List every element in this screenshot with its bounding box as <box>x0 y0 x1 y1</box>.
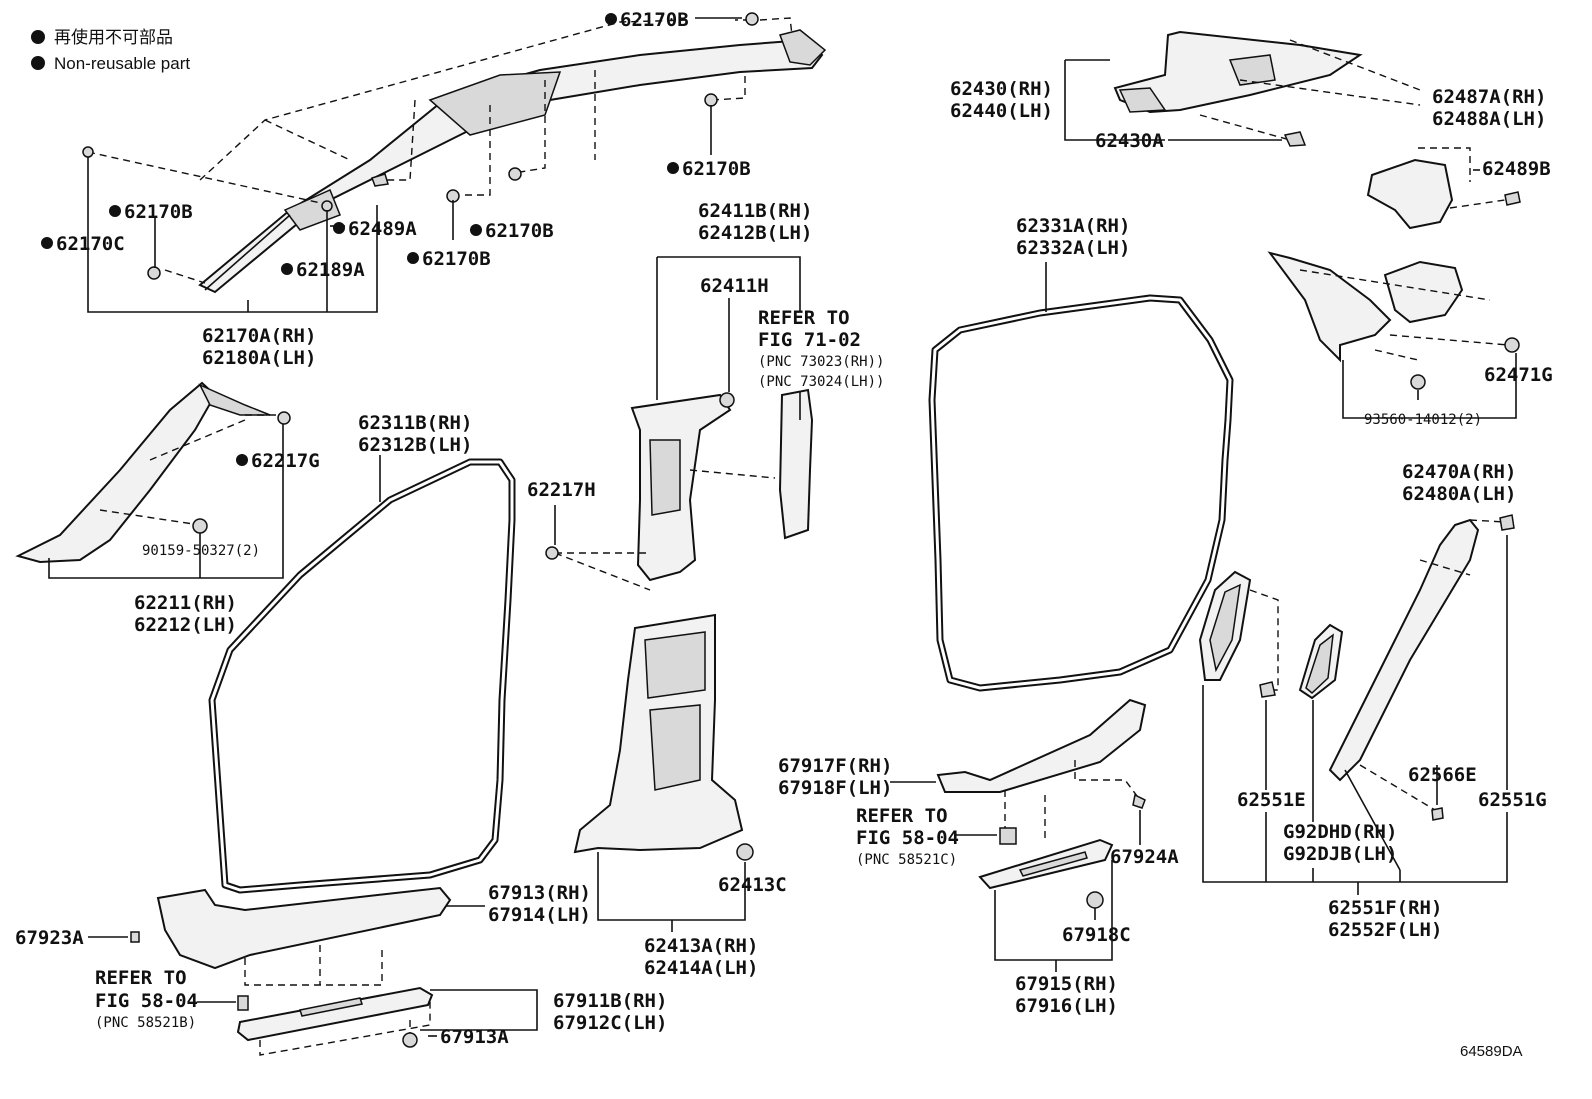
callout-62170B-low: 62170B <box>422 248 491 270</box>
ref-fig-58-04-b-line2: FIG 58-04 <box>95 990 198 1012</box>
ref-fig-71-02-line2: FIG 71-02 <box>758 329 861 351</box>
airbag-inflator-bracket <box>428 71 562 136</box>
callout-62189A: 62189A <box>296 259 365 281</box>
ref-fig-71-02-line3: (PNC 73023(RH)) <box>758 354 884 370</box>
callout-62170B-right: 62170B <box>682 158 751 180</box>
callout-67917F-rh: 67917F(RH) <box>778 755 892 777</box>
callout-62414A-lh: 62414A(LH) <box>644 957 758 979</box>
airbag-tether <box>204 214 291 291</box>
callout-67913A: 67913A <box>440 1026 509 1048</box>
ref-fig-71-02-line4: (PNC 73024(LH)) <box>758 374 884 390</box>
callout-62552F-lh: 62552F(LH) <box>1328 919 1442 941</box>
callout-62312B-lh: 62312B(LH) <box>358 434 472 456</box>
ref-fig-58-04-c-line3: (PNC 58521C) <box>856 852 957 868</box>
callout-62332A-lh: 62332A(LH) <box>1016 237 1130 259</box>
callout-67911B-rh: 67911B(RH) <box>553 990 667 1012</box>
seat-belt-cover <box>778 388 814 540</box>
rear-scuff-plate <box>890 698 1147 972</box>
callout-62413C: 62413C <box>718 874 787 896</box>
center-pillar-lower-garnish <box>573 613 754 932</box>
ref-fig-71-02-line1: REFER TO <box>758 307 850 329</box>
legend-jp: 再使用不可部品 <box>54 27 173 47</box>
front-cowl-side-trim <box>156 886 452 970</box>
assist-grip-cover <box>1366 158 1454 230</box>
callout-67915-rh: 67915(RH) <box>1015 973 1118 995</box>
callout-62412B-lh: 62412B(LH) <box>698 222 812 244</box>
rear-door-scuff-trim <box>936 698 1147 793</box>
ref-fig-58-04-b-line1: REFER TO <box>95 967 187 989</box>
callout-62430-rh: 62430(RH) <box>950 78 1053 100</box>
callout-62440-lh: 62440(LH) <box>950 100 1053 122</box>
non-reusable-dot-icon <box>31 30 45 44</box>
callout-62430A: 62430A <box>1095 130 1164 152</box>
rear-pillar-garnish-body <box>1267 251 1392 363</box>
callout-62180A-lh: 62180A(LH) <box>202 347 316 369</box>
front-pillar-garnish-body <box>15 381 217 564</box>
callout-67914-lh: 67914(LH) <box>488 904 591 926</box>
callout-62489B: 62489B <box>1482 158 1551 180</box>
callout-62551G: 62551G <box>1478 789 1547 811</box>
front-door-scuff-plate <box>236 986 434 1042</box>
callout-62551E: 62551E <box>1237 789 1306 811</box>
callout-67924A: 67924A <box>1110 846 1179 868</box>
ref-fig-58-04-c-line2: FIG 58-04 <box>856 827 959 849</box>
callout-G92DHD-rh: G92DHD(RH) <box>1283 821 1397 843</box>
front-door-weatherstrip <box>208 455 516 894</box>
callout-62170B-mid: 62170B <box>485 220 554 242</box>
callout-93560-14012: 93560-14012(2) <box>1364 412 1482 428</box>
legend-en: Non-reusable part <box>54 54 190 73</box>
callout-90159-50327: 90159-50327(2) <box>142 543 260 559</box>
center-pillar-upper-garnish-body <box>630 393 732 582</box>
center-pillar-upper-garnish <box>545 256 814 591</box>
callout-62217H: 62217H <box>527 479 596 501</box>
callout-62311B-rh: 62311B(RH) <box>358 412 472 434</box>
callout-62211-rh: 62211(RH) <box>134 592 237 614</box>
callout-62566E: 62566E <box>1408 764 1477 786</box>
callout-67913-rh: 67913(RH) <box>488 882 591 904</box>
callout-62212-lh: 62212(LH) <box>134 614 237 636</box>
rear-door-weatherstrip <box>928 262 1234 692</box>
ref-fig-58-04-b-line3: (PNC 58521B) <box>95 1015 196 1031</box>
quarter-pillar-lower-trim <box>1328 518 1480 782</box>
callout-62487A-rh: 62487A(RH) <box>1432 86 1546 108</box>
callout-62413A-rh: 62413A(RH) <box>644 935 758 957</box>
ref-fig-58-04-c-line1: REFER TO <box>856 805 948 827</box>
callout-67918C: 67918C <box>1062 924 1131 946</box>
callout-62489A: 62489A <box>348 218 417 240</box>
callout-62471G: 62471G <box>1484 364 1553 386</box>
callout-62170B-top: 62170B <box>620 9 689 31</box>
quarter-trim-assembly <box>1198 514 1515 895</box>
non-reusable-dot-icon <box>31 56 45 70</box>
callout-67912C-lh: 67912C(LH) <box>553 1012 667 1034</box>
callout-62217G: 62217G <box>251 450 320 472</box>
callout-67923A: 67923A <box>15 927 84 949</box>
callout-62551F-rh: 62551F(RH) <box>1328 897 1442 919</box>
callout-62411H: 62411H <box>700 275 769 297</box>
garnish-cover-62489B <box>1366 147 1521 230</box>
callout-62488A-lh: 62488A(LH) <box>1432 108 1546 130</box>
callout-G92DJB-lh: G92DJB(LH) <box>1283 843 1397 865</box>
callout-67916-lh: 67916(LH) <box>1015 995 1118 1017</box>
callout-67918F-lh: 67918F(LH) <box>778 777 892 799</box>
legend: 再使用不可部品 Non-reusable part <box>31 27 190 73</box>
front-scuff-plate <box>88 886 538 1056</box>
rear-pillar-garnish <box>1267 251 1520 419</box>
roof-side-inner-garnish <box>1064 30 1421 147</box>
catalog-code: 64589DA <box>1460 1043 1523 1060</box>
callout-62170B-left: 62170B <box>124 201 193 223</box>
airbag-rear-bracket <box>779 29 827 66</box>
callout-62480A-lh: 62480A(LH) <box>1402 483 1516 505</box>
callout-62470A-rh: 62470A(RH) <box>1402 461 1516 483</box>
callout-62411B-rh: 62411B(RH) <box>698 200 812 222</box>
callout-62170C: 62170C <box>56 233 125 255</box>
callout-62331A-rh: 62331A(RH) <box>1016 215 1130 237</box>
seat-belt-guide <box>1383 260 1464 324</box>
front-pillar-garnish <box>15 381 291 579</box>
callout-62170A-rh: 62170A(RH) <box>202 325 316 347</box>
